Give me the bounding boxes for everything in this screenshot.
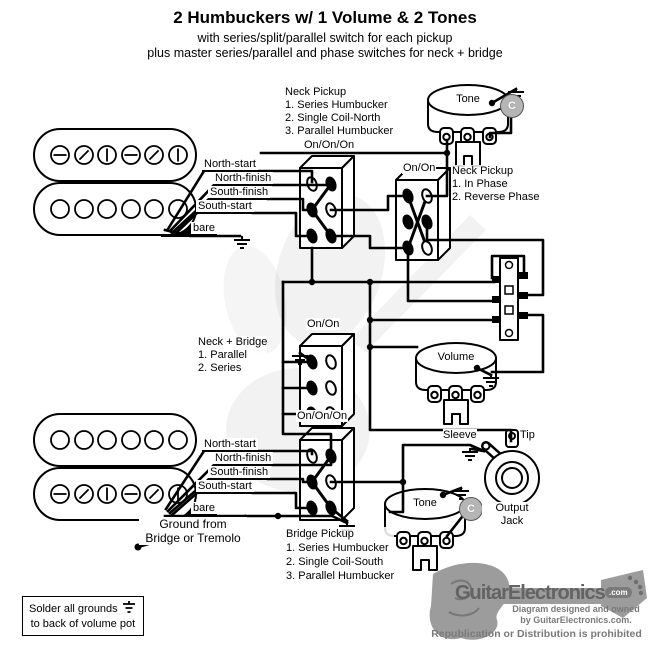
bridge-phase-switch-side-view [492, 257, 528, 341]
subtitle-line2: plus master series/parallel and phase sw… [147, 46, 503, 60]
neck-switch-type-label: On/On/On [303, 139, 356, 151]
bridge-wire-bare: bare [191, 502, 218, 516]
logo-brand-text: GuitarElectronics [455, 582, 606, 604]
bridge-wire-north-start: North-start [202, 438, 258, 452]
capacitor-label: C [467, 503, 475, 515]
neck-phase-legend: Neck Pickup 1. In Phase 2. Reverse Phase [452, 165, 540, 204]
master-switch-legend: Neck + Bridge 1. Parallel 2. Series [198, 336, 268, 375]
neck-wire-north-finish: North-finish [213, 172, 274, 186]
neck-wire-south-start: South-start [196, 200, 254, 214]
bridge-pickup-legend: Bridge Pickup 1. Series Humbucker 2. Sin… [286, 527, 395, 583]
jack-sleeve-label: Sleeve [443, 429, 477, 442]
neck-phase-switch [395, 167, 451, 261]
bridge-wire-north-finish: North-finish [213, 452, 274, 466]
capacitor-label: C [508, 100, 516, 112]
phase-switch-type-label: On/On [402, 162, 437, 174]
solder-note-box: Solder all grounds to back of volume pot [22, 596, 144, 636]
jack-title: Output Jack [482, 502, 542, 528]
guitarelectronics-logo: GuitarElectronics .com Diagram designed … [425, 560, 648, 648]
pot-label: Tone [456, 93, 480, 105]
tone-capacitor-bridge: C [459, 497, 483, 521]
ground-icon [233, 235, 251, 249]
tone-pot-bridge: Tone [383, 486, 467, 578]
bridge-series-split-parallel-switch [299, 427, 355, 521]
bridge-wire-south-finish: South-finish [208, 466, 271, 480]
neck-wire-bare: bare [191, 222, 218, 236]
page-title: 2 Humbuckers w/ 1 Volume & 2 Tones [173, 8, 477, 27]
ground-icon [482, 373, 500, 387]
master-switch-type-label: On/On [306, 318, 341, 330]
logo-credit: Diagram designed and owned by GuitarElec… [512, 604, 640, 625]
bridge-switch-type-label: On/On/On [296, 410, 349, 422]
bridge-wire-south-start: South-start [196, 480, 254, 494]
solder-note-line1: Solder all grounds [29, 603, 118, 615]
pot-label: Tone [413, 497, 437, 509]
solder-note-line2: to back of volume pot [30, 618, 136, 630]
ground-icon [122, 601, 135, 613]
tone-capacitor-neck: C [500, 94, 524, 118]
neck-pickup-legend: Neck Pickup 1. Series Humbucker 2. Singl… [285, 86, 394, 138]
pot-label: Volume [437, 351, 475, 363]
neck-wire-south-finish: South-finish [208, 186, 271, 200]
neck-humbucker [33, 128, 197, 237]
logo-notice: Republication or Distribution is prohibi… [431, 628, 642, 640]
jack-tip-label: Tip [520, 429, 535, 442]
bridge-ground-note: Ground from Bridge or Tremolo [139, 517, 247, 545]
logo-tld-badge: .com [605, 587, 632, 598]
subtitle-line1: with series/split/parallel switch for ea… [197, 31, 453, 45]
bridge-humbucker [33, 413, 197, 522]
neck-wire-north-start: North-start [202, 158, 258, 172]
